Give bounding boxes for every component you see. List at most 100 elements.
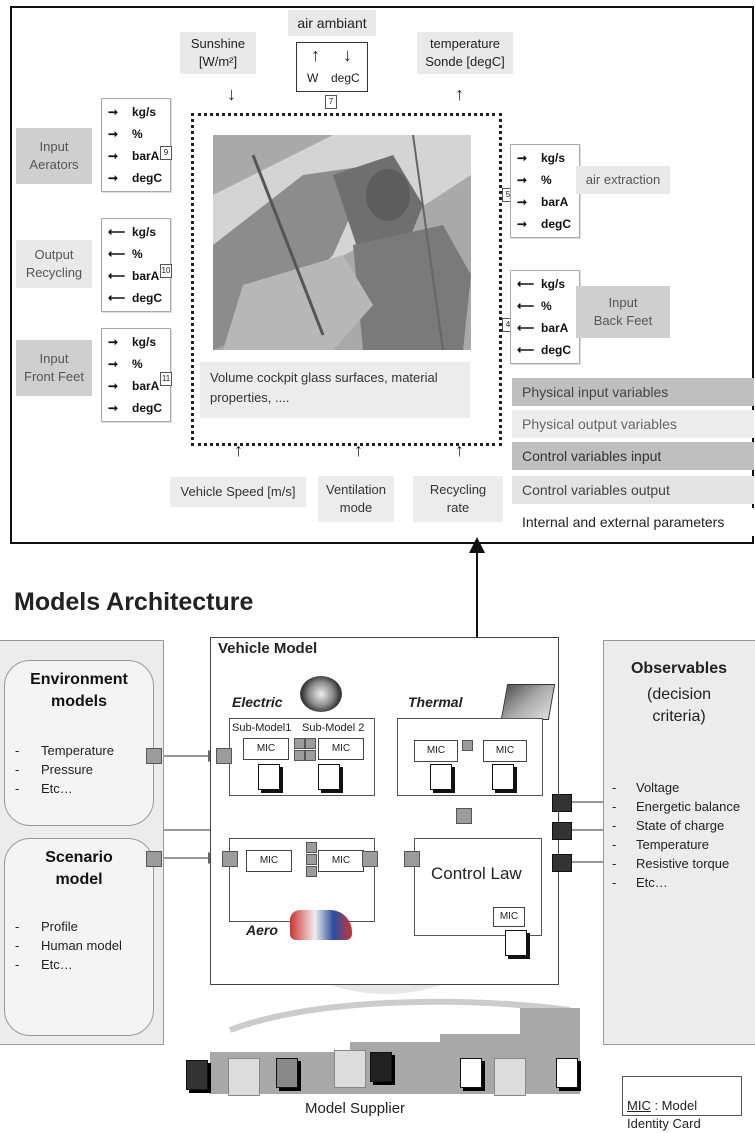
- air-extraction-label: air extraction: [576, 166, 670, 194]
- port-aerators: ➞kg/s ➞% ➞barA ➞degC: [101, 98, 171, 192]
- arrow-up-icon: ↑: [354, 440, 363, 460]
- input-aerators-label: Input Aerators: [16, 128, 92, 184]
- list-item: Temperature: [15, 741, 114, 760]
- list-item: Energetic balance: [612, 797, 740, 816]
- electric-label: Electric: [232, 694, 283, 710]
- vehicle-model-title: Vehicle Model: [218, 640, 318, 657]
- connector-port-dark: [552, 794, 572, 812]
- document-icon: [505, 930, 527, 956]
- alternator-icon: [300, 676, 342, 712]
- list-item: Temperature: [612, 835, 740, 854]
- arrow-down-icon: ↓: [343, 45, 352, 65]
- connector-port: [306, 866, 317, 877]
- port-back-feet: ⟵kg/s ⟵% ⟵barA ⟵degC: [510, 270, 580, 364]
- legend-control-output: Control variables output: [512, 476, 754, 504]
- mic-card: MIC: [243, 738, 289, 760]
- connector-port: [456, 808, 472, 824]
- user-computer-icon: [228, 1058, 260, 1096]
- arrow-right-icon: ➞: [108, 401, 119, 415]
- arrow-up-icon: ↑: [455, 440, 464, 460]
- port-front-feet: ➞kg/s ➞% ➞barA ➞degC: [101, 328, 171, 422]
- sunshine-label: Sunshine [W/m²]: [180, 32, 256, 74]
- list-item: Etc…: [15, 955, 122, 974]
- scenario-title: Scenario model: [45, 849, 113, 888]
- mic-card: MIC: [483, 740, 527, 762]
- port-recycling: ⟵kg/s ⟵% ⟵barA ⟵degC: [101, 218, 171, 312]
- cockpit-illustration: [213, 135, 471, 350]
- model-supplier-label: Model Supplier: [305, 1100, 406, 1117]
- list-item: Profile: [15, 917, 122, 936]
- port-number-10: 10: [160, 264, 172, 278]
- legend-physical-output: Physical output variables: [512, 410, 754, 438]
- legend-physical-input: Physical input variables: [512, 378, 754, 406]
- arrow-right-icon: ➞: [108, 127, 119, 141]
- environment-title: Environment models: [30, 671, 128, 710]
- arrow-left-icon: ⟵: [108, 247, 126, 261]
- list-item: State of charge: [612, 816, 740, 835]
- race-car-icon: [290, 910, 352, 940]
- supplier-stairs: [210, 998, 580, 1094]
- arrow-right-icon: ➞: [517, 173, 528, 187]
- arrow-left-icon: ⟵: [108, 291, 126, 305]
- arrow-right-icon: ➞: [108, 105, 119, 119]
- connector-port: [305, 738, 316, 749]
- mic-card: MIC: [318, 850, 364, 872]
- list-item: Etc…: [15, 779, 114, 798]
- connector-port: [294, 738, 305, 749]
- list-item: Etc…: [612, 873, 740, 892]
- arrow-left-icon: ⟵: [517, 299, 535, 313]
- mic-card: MIC: [246, 850, 292, 872]
- list-item: Pressure: [15, 760, 114, 779]
- connector-port: [294, 750, 305, 761]
- connector-port: [216, 748, 232, 764]
- scenario-list: Profile Human model Etc…: [15, 917, 122, 974]
- connector-port-dark: [552, 822, 572, 840]
- port-number-11: 11: [160, 372, 172, 386]
- arrow-right-icon: ➞: [108, 379, 119, 393]
- environment-list: Temperature Pressure Etc…: [15, 741, 114, 798]
- air-ambiant-label: air ambiant: [288, 10, 376, 36]
- document-icon: [430, 764, 452, 790]
- cockpit-image: [213, 135, 471, 350]
- model-cube-icon: [556, 1058, 578, 1088]
- document-icon: [258, 764, 280, 790]
- list-item: Human model: [15, 936, 122, 955]
- air-ambiant-title: air ambiant: [297, 15, 367, 31]
- user-computer-icon: [334, 1050, 366, 1088]
- arrow-right-icon: ➞: [108, 357, 119, 371]
- mic-abbr: MIC: [627, 1098, 651, 1113]
- connector-port: [462, 740, 473, 751]
- mic-card: MIC: [493, 907, 525, 927]
- arrow-left-icon: ⟵: [517, 321, 535, 335]
- connector-port: [146, 851, 162, 867]
- temperature-sonde-label: temperature Sonde [degC]: [417, 32, 513, 74]
- connector-port: [306, 854, 317, 865]
- arrow-left-icon: ⟵: [517, 277, 535, 291]
- cockpit-parameters: Volume cockpit glass surfaces, material …: [200, 362, 470, 418]
- section-title: Models Architecture: [14, 588, 254, 616]
- ventilation-mode-label: Ventilation mode: [318, 476, 394, 522]
- document-icon: [492, 764, 514, 790]
- air-degc-label: degC: [331, 71, 360, 85]
- document-icon: [318, 764, 340, 790]
- input-back-feet-label: Input Back Feet: [576, 286, 670, 338]
- connector-port: [404, 851, 420, 867]
- environment-models-box: Environment models Temperature Pressure …: [4, 660, 154, 826]
- arrow-up-icon: ↑: [311, 45, 320, 65]
- connector-port: [222, 851, 238, 867]
- arrow-up-icon: ↑: [234, 440, 243, 460]
- list-item: Voltage: [612, 778, 740, 797]
- arrow-right-icon: ➞: [517, 151, 528, 165]
- arrow-right-icon: ➞: [108, 171, 119, 185]
- cockpit-boundary: [191, 113, 502, 446]
- arrow-right-icon: ➞: [517, 217, 528, 231]
- scenario-model-box: Scenario model Profile Human model Etc…: [4, 838, 154, 1036]
- observables-title: Observables: [630, 660, 728, 677]
- sub-model-1-label: Sub-Model1: [232, 722, 292, 734]
- connector-port: [362, 851, 378, 867]
- connector-port: [306, 842, 317, 853]
- legend-control-input: Control variables input: [512, 442, 754, 470]
- recycling-rate-label: Recycling rate: [413, 476, 503, 522]
- list-item: Resistive torque: [612, 854, 740, 873]
- input-front-feet-label: Input Front Feet: [16, 340, 92, 396]
